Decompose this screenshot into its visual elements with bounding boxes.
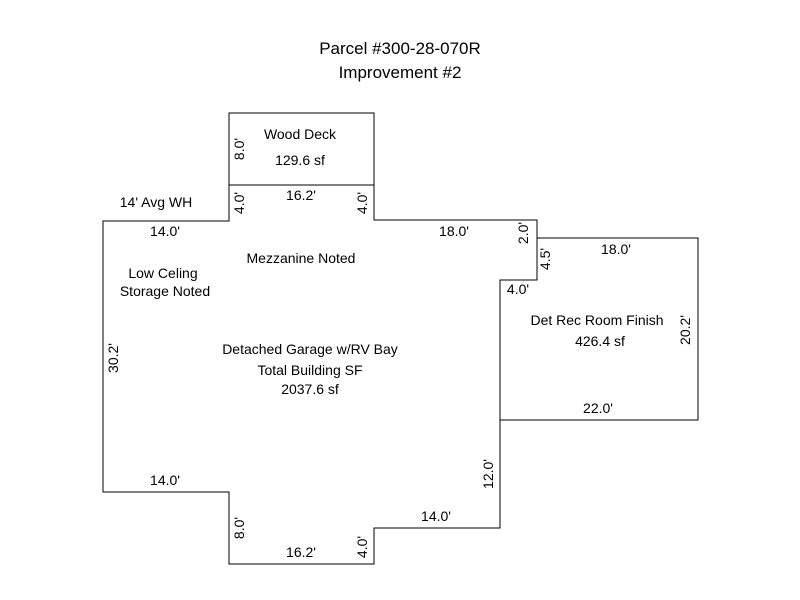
dim-bottom-notch-width: 16.2' — [286, 544, 316, 560]
dim-top-left-run: 14.0' — [150, 223, 180, 239]
dim-deck-width: 16.2' — [286, 187, 316, 203]
building-outline — [102, 185, 699, 565]
wood-deck-outline — [228, 112, 375, 186]
dim-rec-top: 18.0' — [601, 241, 631, 257]
dim-bottom-notch-left: 8.0' — [231, 517, 247, 539]
storage-note-line1: Low Celing — [128, 265, 197, 281]
dim-deck-right-stub: 4.0' — [354, 192, 370, 214]
wall-height-note: 14' Avg WH — [120, 194, 192, 210]
dim-right-lower-wall: 12.0' — [480, 459, 496, 489]
rec-room-name: Det Rec Room Finish — [530, 312, 663, 328]
improvement-subtitle: Improvement #2 — [339, 63, 462, 82]
rec-room-inner-wall — [499, 238, 538, 420]
storage-note-line2: Storage Noted — [120, 283, 210, 299]
dim-rec-bottom: 22.0' — [583, 400, 613, 416]
dim-bottom-right-run: 14.0' — [421, 508, 451, 524]
parcel-title: Parcel #300-28-070R — [319, 39, 481, 58]
dim-deck-height: 8.0' — [231, 138, 247, 160]
dim-rec-step: 4.5' — [537, 248, 553, 270]
deck-area: 129.6 sf — [275, 152, 325, 168]
mezzanine-note: Mezzanine Noted — [247, 250, 356, 266]
rec-room-area: 426.4 sf — [575, 333, 625, 349]
dim-top-right-run: 18.0' — [439, 223, 469, 239]
dim-right-step-up: 2.0' — [515, 222, 531, 244]
dim-inner-step: 4.0' — [507, 281, 529, 297]
deck-name: Wood Deck — [264, 126, 337, 142]
dim-deck-left-stub: 4.0' — [231, 192, 247, 214]
dim-rec-right: 20.2' — [677, 315, 693, 345]
dim-bottom-left-run: 14.0' — [150, 472, 180, 488]
garage-total-label: Total Building SF — [257, 362, 362, 378]
garage-name: Detached Garage w/RV Bay — [222, 341, 398, 357]
garage-area: 2037.6 sf — [281, 381, 339, 397]
dim-left-wall: 30.2' — [105, 343, 121, 373]
dim-bottom-notch-right: 4.0' — [354, 536, 370, 558]
